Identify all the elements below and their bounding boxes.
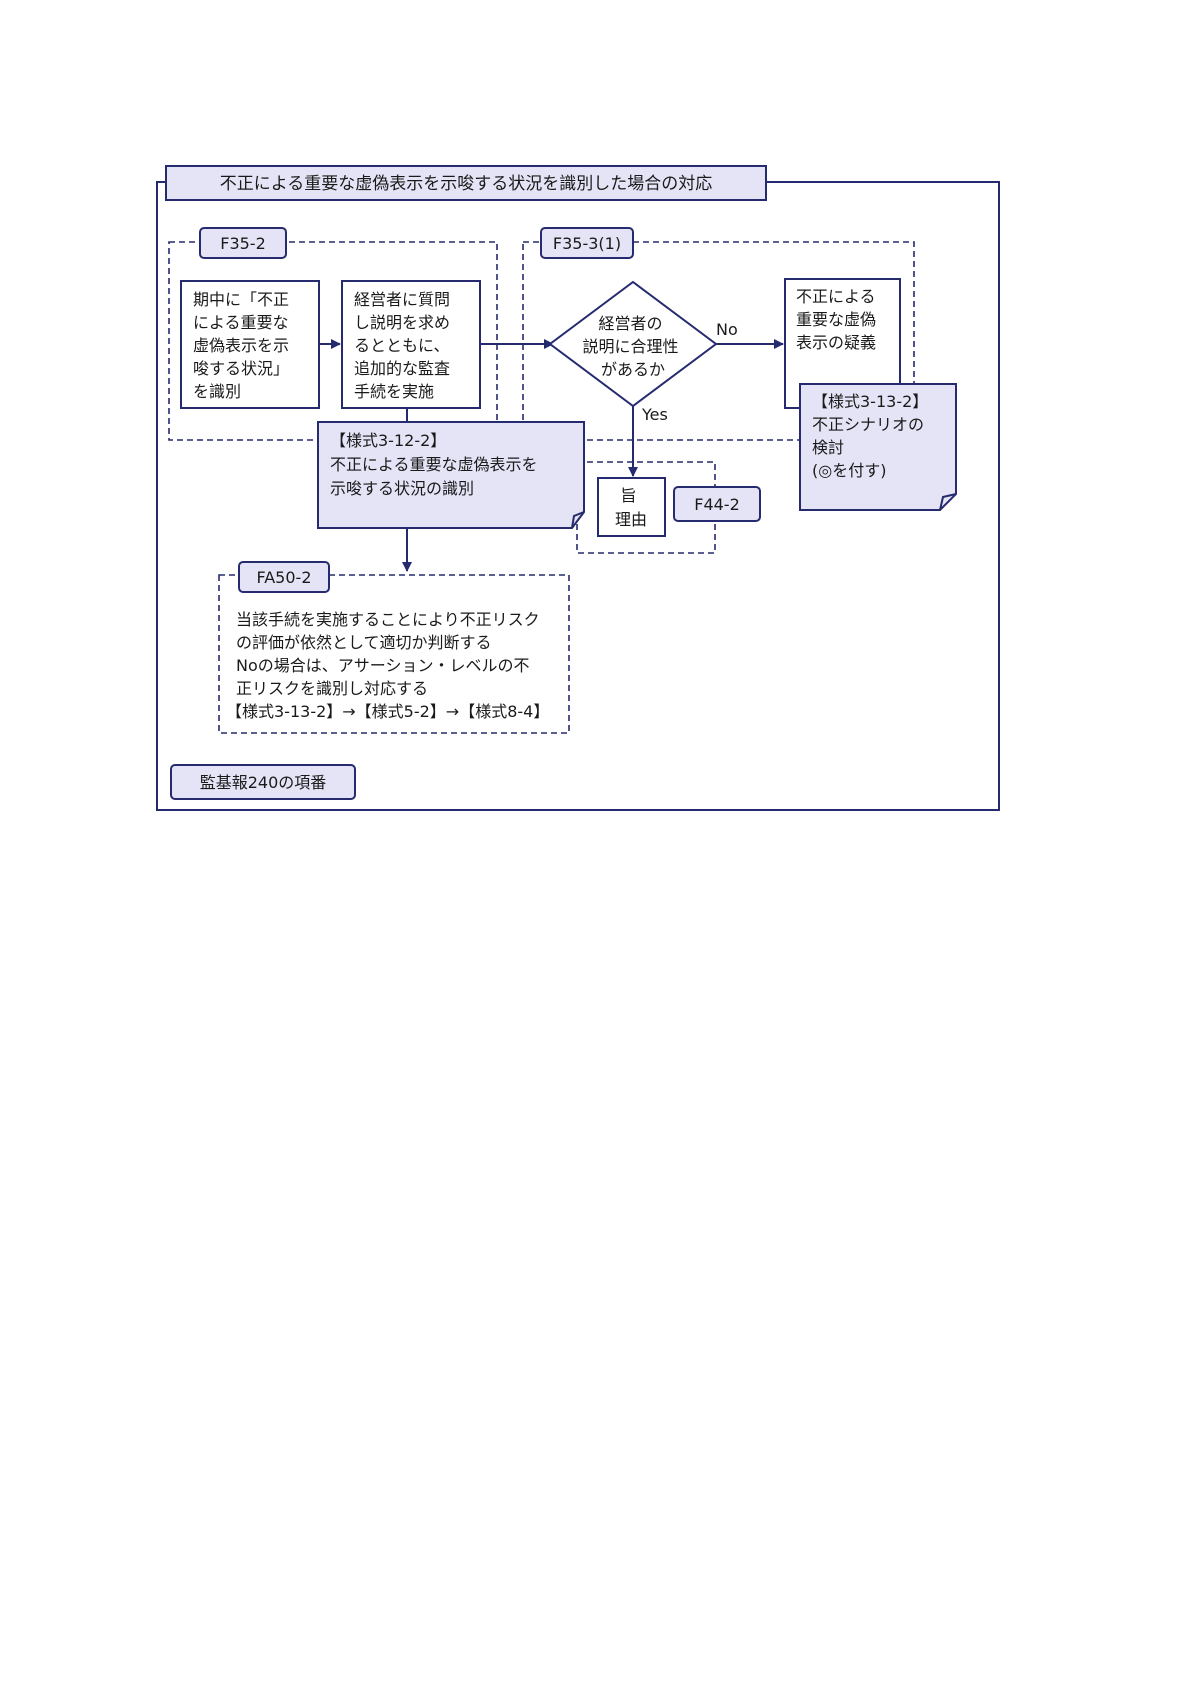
fa50-2-line: Noの場合は、アサーション・レベルの不 (236, 656, 529, 675)
tab-f35-3-1-label: F35-3(1) (553, 234, 621, 253)
decision-line: 経営者の (598, 314, 662, 333)
decision-reasonable-explanation: 経営者の 説明に合理性 があるか (548, 280, 718, 408)
box-identify-line: 虚偽表示を示 (193, 336, 289, 355)
note-3-12-2-line: 不正による重要な虚偽表示を (330, 455, 538, 474)
box-identify-line: 期中に「不正 (193, 290, 289, 309)
box-suspicion-line: 重要な虚偽 (796, 310, 876, 329)
tab-f44-2-label: F44-2 (694, 495, 740, 514)
box-reason-line: 旨 (620, 486, 636, 505)
box-suspicion-line: 不正による (796, 287, 876, 306)
note-form-3-12-2: 【様式3-12-2】 不正による重要な虚偽表示を 示唆する状況の識別 (317, 421, 585, 529)
box-identify-line: 唆する状況」 (193, 359, 289, 378)
box-suspicion-text: 不正による 重要な虚偽 表示の疑義 (796, 287, 881, 352)
tab-fa50-2-label: FA50-2 (257, 568, 312, 587)
box-identify-situation: 期中に「不正 による重要な 虚偽表示を示 唆する状況」 を識別 (180, 280, 320, 409)
note-3-13-2-text: 【様式3-13-2】 不正シナリオの 検討 (◎を付す) (812, 392, 933, 480)
box-identify-line: による重要な (193, 313, 289, 332)
box-reason-line: 理由 (615, 510, 647, 529)
note-3-13-2-line: (◎を付す) (812, 461, 886, 480)
note-3-12-2-text: 【様式3-12-2】 不正による重要な虚偽表示を 示唆する状況の識別 (330, 431, 543, 498)
note-3-13-2-line: 【様式3-13-2】 (812, 392, 928, 411)
legend-label: 監基報240の項番 (200, 773, 327, 792)
note-3-12-2-line: 示唆する状況の識別 (330, 479, 474, 498)
box-inquiry-line: るとともに、 (354, 336, 450, 355)
fa50-2-text: 当該手続を実施することにより不正リスク の評価が依然として適切か判断する Noの… (226, 610, 549, 721)
title-tab: 不正による重要な虚偽表示を示唆する状況を識別した場合の対応 (165, 165, 767, 201)
label-no: No (716, 320, 738, 339)
box-suspicion-line: 表示の疑義 (796, 333, 876, 352)
box-management-inquiry: 経営者に質問 し説明を求め るとともに、 追加的な監査 手続を実施 (341, 280, 481, 409)
tab-f35-3-1: F35-3(1) (540, 227, 634, 259)
fa50-2-line: の評価が依然として適切か判断する (236, 633, 492, 652)
decision-line: 説明に合理性 (582, 337, 678, 356)
decision-line: があるか (601, 360, 665, 379)
tab-fa50-2: FA50-2 (238, 561, 330, 593)
box-reason: 旨 理由 (597, 477, 666, 537)
tab-f35-2-label: F35-2 (220, 234, 266, 253)
diagram-title: 不正による重要な虚偽表示を示唆する状況を識別した場合の対応 (220, 174, 713, 194)
fa50-2-line: 正リスクを識別し対応する (236, 679, 428, 698)
note-3-13-2-line: 不正シナリオの (812, 415, 924, 434)
box-identify-line: を識別 (193, 382, 241, 401)
box-inquiry-line: 手続を実施 (354, 382, 434, 401)
label-yes: Yes (641, 405, 668, 424)
box-inquiry-line: し説明を求め (354, 313, 450, 332)
note-3-13-2-line: 検討 (812, 438, 844, 457)
fa50-2-line: 【様式3-13-2】→【様式5-2】→【様式8-4】 (226, 702, 549, 721)
fa50-2-line: 当該手続を実施することにより不正リスク (236, 610, 540, 629)
decision-text: 経営者の 説明に合理性 があるか (582, 314, 683, 379)
group-fa50-2 (218, 574, 570, 734)
tab-f35-2: F35-2 (199, 227, 287, 259)
box-inquiry-line: 経営者に質問 (354, 290, 450, 309)
legend-tab: 監基報240の項番 (170, 764, 356, 800)
note-3-12-2-line: 【様式3-12-2】 (330, 431, 446, 450)
tab-f44-2: F44-2 (673, 486, 761, 522)
note-form-3-13-2: 【様式3-13-2】 不正シナリオの 検討 (◎を付す) (799, 383, 957, 511)
box-identify-text: 期中に「不正 による重要な 虚偽表示を示 唆する状況」 を識別 (193, 290, 294, 401)
box-inquiry-text: 経営者に質問 し説明を求め るとともに、 追加的な監査 手続を実施 (354, 290, 455, 401)
box-inquiry-line: 追加的な監査 (354, 359, 450, 378)
group-f35-3-1 (522, 241, 915, 441)
box-reason-text: 旨 理由 (615, 486, 647, 529)
